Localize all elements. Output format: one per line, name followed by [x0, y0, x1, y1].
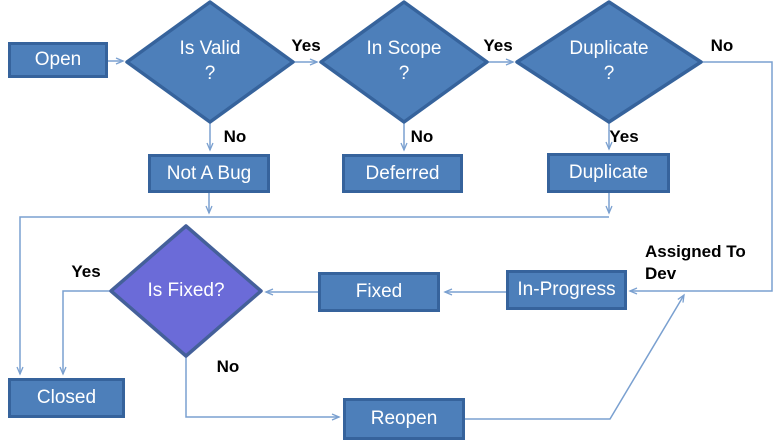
- is-valid-label: Is Valid ?: [179, 38, 241, 84]
- label-duplicate-yes: Yes: [609, 127, 639, 146]
- decision-shapes: [109, 0, 703, 358]
- node-deferred: Deferred: [342, 154, 463, 193]
- label-assigned-to-dev: Assigned To Dev: [645, 242, 746, 283]
- edge-is-fixed-no-to-reopen: [185, 357, 339, 417]
- label-is-valid-no: No: [223, 127, 247, 146]
- edge-collector-to-closed: [20, 216, 609, 374]
- edge-duplicate-no-to-in-progress: [630, 61, 773, 291]
- connectors: [20, 61, 773, 420]
- is-fixed-label: Is Fixed?: [147, 279, 225, 301]
- in-scope-label: In Scope ?: [366, 38, 442, 84]
- node-closed: Closed: [8, 378, 125, 418]
- label-is-fixed-yes: Yes: [71, 262, 101, 281]
- label-in-scope-no: No: [410, 127, 434, 146]
- duplicate-diamond: [515, 0, 703, 124]
- is-valid-diamond: [125, 0, 295, 124]
- label-in-scope-yes: Yes: [483, 36, 513, 55]
- label-is-valid-yes: Yes: [291, 36, 321, 55]
- label-duplicate-no: No: [710, 36, 734, 55]
- edge-reopen-to-assigned-line: [465, 295, 684, 420]
- in-scope-diamond: [319, 0, 489, 124]
- is-fixed-diamond: [109, 224, 263, 358]
- duplicate-decision-label: Duplicate ?: [569, 38, 649, 84]
- node-in-progress: In-Progress: [506, 270, 627, 310]
- node-open: Open: [8, 42, 108, 78]
- label-is-fixed-no: No: [216, 357, 240, 376]
- edge-is-fixed-yes-to-closed: [63, 290, 111, 374]
- node-not-a-bug: Not A Bug: [148, 154, 270, 193]
- node-duplicate: Duplicate: [547, 153, 670, 193]
- node-fixed: Fixed: [318, 272, 440, 312]
- node-reopen: Reopen: [343, 398, 465, 440]
